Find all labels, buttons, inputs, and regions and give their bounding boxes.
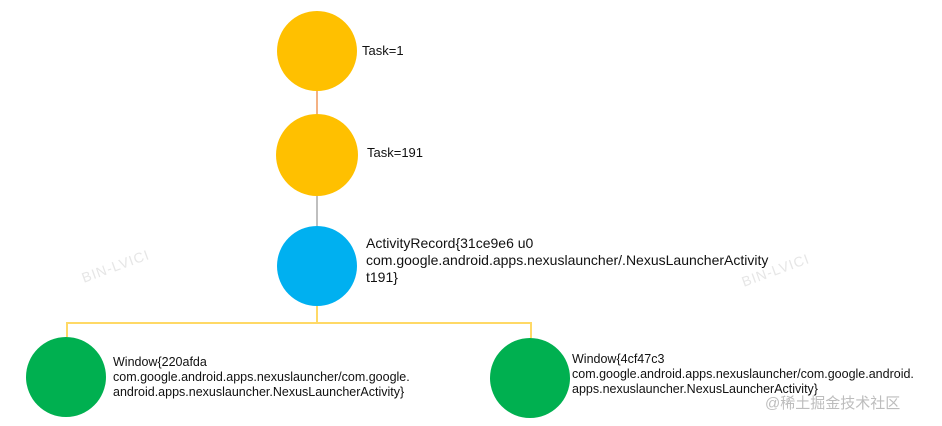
label-line: ActivityRecord{31ce9e6 u0: [366, 235, 534, 251]
node-activity-record: [277, 226, 357, 306]
edge-task191-activity: [316, 196, 318, 226]
label-task-191: Task=191: [367, 145, 424, 160]
edge-activity-down: [316, 306, 318, 323]
node-window-4cf47c3: [490, 338, 570, 418]
label-line: apps.nexuslauncher.NexusLauncherActivity…: [572, 382, 818, 396]
label-task-1: Task=1: [362, 43, 404, 58]
edge-horizontal-bus: [66, 322, 531, 324]
edge-to-window-right: [530, 322, 532, 338]
node-task-191: [276, 114, 358, 196]
label-window-4cf47c3: Window{4cf47c3 com.google.android.apps.n…: [572, 352, 914, 397]
label-activity-record: ActivityRecord{31ce9e6 u0 com.google.and…: [366, 235, 768, 286]
label-line: com.google.android.apps.nexuslauncher/co…: [572, 367, 914, 381]
label-line: Window{4cf47c3: [572, 352, 665, 366]
watermark-left: BIN-LVICI: [79, 246, 152, 286]
label-line: com.google.android.apps.nexuslauncher/co…: [113, 370, 410, 384]
edge-to-window-left: [66, 322, 68, 337]
label-line: t191}: [366, 269, 398, 285]
node-task-1: [277, 11, 357, 91]
label-window-220afda: Window{220afda com.google.android.apps.n…: [113, 355, 410, 400]
label-line: android.apps.nexuslauncher.NexusLauncher…: [113, 385, 405, 399]
node-window-220afda: [26, 337, 106, 417]
label-line: Window{220afda: [113, 355, 207, 369]
footer-watermark: @稀土掘金技术社区: [765, 395, 901, 412]
label-line: com.google.android.apps.nexuslauncher/.N…: [366, 252, 769, 268]
edge-task1-task191: [316, 91, 318, 114]
